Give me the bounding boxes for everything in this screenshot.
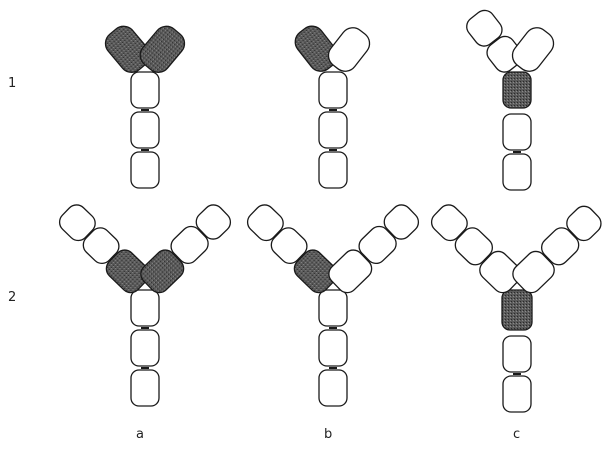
stalk-2a-segment-3 bbox=[131, 370, 159, 406]
stalk-1a-segment-1 bbox=[131, 72, 159, 108]
column-label-c: c bbox=[513, 427, 520, 442]
stalk-1a-segment-3 bbox=[131, 152, 159, 188]
column-label-b: b bbox=[324, 427, 332, 442]
stalk-2c-shaded-segment bbox=[502, 290, 532, 330]
arm-right-1c-segment-1 bbox=[508, 23, 559, 76]
arm-right-1a-segment-1 bbox=[135, 21, 189, 77]
stalk-1a-segment-2 bbox=[131, 112, 159, 148]
stalk-1b-segment-2 bbox=[319, 112, 347, 148]
stalk-2c-segment-1 bbox=[503, 336, 531, 372]
stalk-2b-segment-2 bbox=[319, 330, 347, 366]
stalk-1b-segment-1 bbox=[319, 72, 347, 108]
stalk-2a-segment-2 bbox=[131, 330, 159, 366]
column-label-a: a bbox=[136, 427, 144, 442]
stalk-1b-segment-3 bbox=[319, 152, 347, 188]
stalk-2b-segment-3 bbox=[319, 370, 347, 406]
stalk-2b-segment-1 bbox=[319, 290, 347, 326]
stalk-2c-segment-2 bbox=[503, 376, 531, 412]
stalk-1c-segment-1 bbox=[503, 114, 531, 150]
arm-right-1b-segment-1 bbox=[324, 23, 375, 76]
row-label-2: 2 bbox=[8, 290, 16, 305]
stalk-1c-segment-2 bbox=[503, 154, 531, 190]
row-label-1: 1 bbox=[8, 76, 16, 91]
stalk-1c-shaded-segment bbox=[503, 72, 531, 108]
stalk-2a-segment-1 bbox=[131, 290, 159, 326]
